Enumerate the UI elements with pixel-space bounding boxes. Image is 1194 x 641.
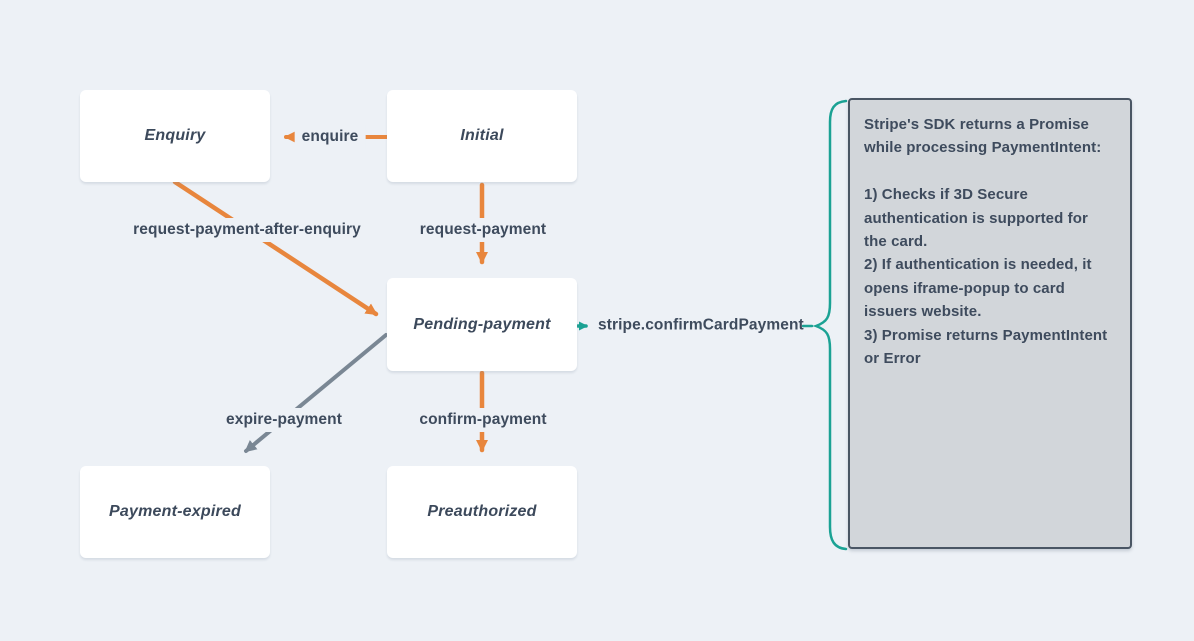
state-label: Initial bbox=[460, 127, 504, 144]
sdk-note-box: Stripe's SDK returns a Promise while pro… bbox=[848, 98, 1132, 549]
transition-label-expire-payment: expire-payment bbox=[219, 408, 349, 432]
state-node-pending-payment: Pending-payment bbox=[387, 278, 577, 371]
state-label: Preauthorized bbox=[427, 503, 537, 520]
state-node-payment-expired: Payment-expired bbox=[80, 466, 270, 558]
stripe-call-label: stripe.confirmCardPayment bbox=[598, 316, 804, 334]
sdk-note-text: Stripe's SDK returns a Promise while pro… bbox=[864, 116, 1108, 367]
state-label: Payment-expired bbox=[109, 503, 241, 520]
transition-label-confirm-payment: confirm-payment bbox=[412, 408, 554, 432]
arrow-expire-payment bbox=[244, 333, 388, 453]
transition-label-request-payment: request-payment bbox=[412, 218, 554, 242]
state-node-initial: Initial bbox=[387, 90, 577, 182]
state-label: Enquiry bbox=[144, 127, 206, 144]
state-label: Pending-payment bbox=[413, 315, 551, 333]
transition-label-enquire: enquire bbox=[294, 125, 366, 149]
transition-label-request-payment-after-enquiry: request-payment-after-enquiry bbox=[126, 218, 368, 242]
curly-brace bbox=[812, 99, 848, 551]
arrow-request-payment-after-enquiry bbox=[172, 179, 379, 317]
state-node-enquiry: Enquiry bbox=[80, 90, 270, 182]
state-node-preauthorized: Preauthorized bbox=[387, 466, 577, 558]
